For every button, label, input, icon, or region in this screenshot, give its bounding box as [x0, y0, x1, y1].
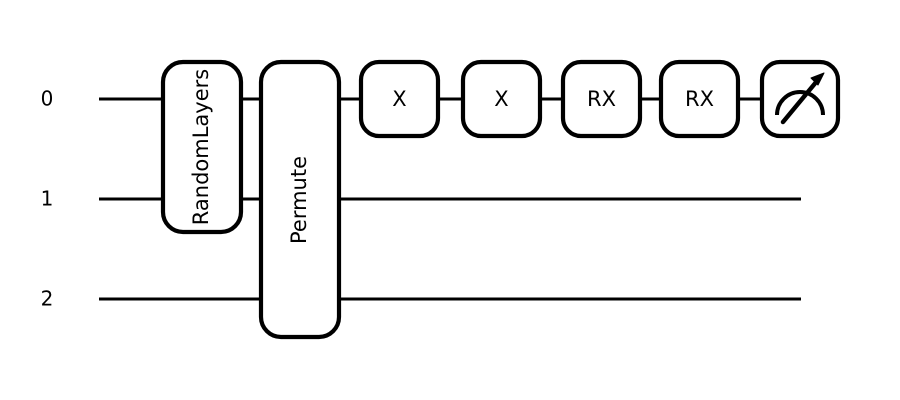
- meter-needle-icon: [780, 78, 820, 125]
- gate-permute-box[interactable]: [258, 59, 342, 340]
- measure-meter-icon: [775, 72, 825, 125]
- gate-measure[interactable]: [759, 59, 841, 139]
- gate-x-1-box[interactable]: [358, 59, 441, 139]
- gate-randomlayers-label: RandomLayers: [189, 69, 213, 225]
- wire-label-2: 2: [41, 287, 54, 311]
- gate-permute-label: Permute: [287, 156, 311, 244]
- gate-randomlayers-box[interactable]: [160, 59, 244, 235]
- gate-x-2[interactable]: X: [460, 59, 543, 139]
- gate-rx-2-box[interactable]: [658, 59, 741, 139]
- gate-x-1[interactable]: X: [358, 59, 441, 139]
- gate-randomlayers[interactable]: RandomLayers: [160, 59, 244, 235]
- gate-rx-1-label: RX: [587, 87, 616, 111]
- gate-x-1-label: X: [392, 87, 406, 111]
- wire-label-0: 0: [41, 87, 54, 111]
- gate-rx-1-box[interactable]: [560, 59, 643, 139]
- gate-rx-2-label: RX: [685, 87, 714, 111]
- gate-x-2-label: X: [494, 87, 508, 111]
- gate-permute[interactable]: Permute: [258, 59, 342, 340]
- gate-x-2-box[interactable]: [460, 59, 543, 139]
- gate-rx-1[interactable]: RX: [560, 59, 643, 139]
- wire-label-1: 1: [41, 187, 54, 211]
- meter-arc-icon: [775, 90, 825, 116]
- gate-rx-2[interactable]: RX: [658, 59, 741, 139]
- meter-arrowhead-icon: [810, 72, 825, 86]
